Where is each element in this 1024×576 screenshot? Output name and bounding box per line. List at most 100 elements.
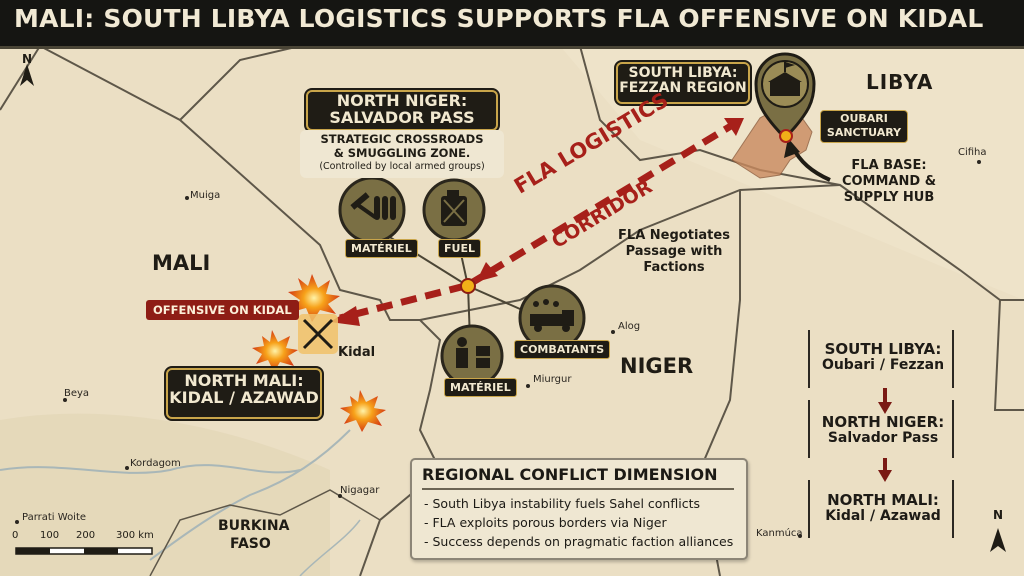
north-niger-description: STRATEGIC CROSSROADS & SMUGGLING ZONE. (… xyxy=(300,130,504,178)
scale-tick: 200 xyxy=(76,530,96,541)
supply-label-materiel: MATÉRIEL xyxy=(345,239,418,258)
scale-bar xyxy=(15,547,153,555)
explosion-icon xyxy=(252,330,298,372)
oubari-sanctuary-label: OUBARI SANCTUARY xyxy=(820,110,908,143)
north-label: N xyxy=(993,508,1004,522)
north-mali-line2: KIDAL / AZAWAD xyxy=(169,387,319,407)
oubari-line: SANCTUARY xyxy=(826,126,902,139)
negotiation-note: FLA Negotiates Passage with Factions xyxy=(612,228,736,276)
city-label: Miurgur xyxy=(533,374,572,385)
fla-base-line: SUPPLY HUB xyxy=(843,190,935,205)
city-dot xyxy=(185,196,189,200)
regional-bullet: - FLA exploits porous borders via Niger xyxy=(424,515,667,530)
country-label-burkina: BURKINA xyxy=(218,518,290,534)
north-niger-title-line1: NORTH NIGER: xyxy=(336,91,468,110)
supply-label-combatants: COMBATANTS xyxy=(514,340,611,359)
niger-north-border xyxy=(419,184,841,321)
flow-step-north-mali xyxy=(808,480,954,538)
regional-conflict-panel: REGIONAL CONFLICT DIMENSION - South Liby… xyxy=(410,458,748,560)
regional-bullet: - South Libya instability fuels Sahel co… xyxy=(424,496,700,511)
flow-step-title: NORTH MALI: xyxy=(827,491,939,509)
river xyxy=(0,464,301,474)
corridor-arrowhead-ne xyxy=(724,118,744,136)
flow-step-text: SOUTH LIBYA: Oubari / Fezzan xyxy=(808,341,958,373)
city-dot xyxy=(63,398,67,402)
city-label: Alog xyxy=(618,321,641,332)
regional-heading: REGIONAL CONFLICT DIMENSION xyxy=(422,465,718,484)
truck-fighters-icon xyxy=(518,284,586,352)
north-mali-box: NORTH MALI: KIDAL / AZAWAD xyxy=(166,368,322,419)
fla-base-line: COMMAND & xyxy=(841,174,937,189)
flow-step-south-libya xyxy=(808,330,954,388)
city-dot xyxy=(125,466,129,470)
negotiation-line: Factions xyxy=(643,260,705,275)
hub-node xyxy=(460,278,476,294)
title-bar: MALI: SOUTH LIBYA LOGISTICS SUPPORTS FLA… xyxy=(0,0,1024,49)
river xyxy=(299,519,361,576)
offensive-arrow xyxy=(339,282,466,322)
negotiation-line: Passage with xyxy=(625,244,723,259)
city-label: Kanmúca xyxy=(756,528,803,539)
scale-tick: 300 km xyxy=(116,530,154,541)
north-arrow-icon xyxy=(990,528,1006,552)
flow-step-sub: Salvador Pass xyxy=(827,429,939,446)
city-label: Beya xyxy=(64,388,90,399)
south-libya-line1: SOUTH LIBYA: xyxy=(628,65,738,81)
explosion-icon xyxy=(340,390,386,432)
negotiation-line: FLA Negotiates xyxy=(618,228,730,243)
kidal-city-label: Kidal xyxy=(338,345,376,360)
jerrycan-icon xyxy=(422,178,486,242)
scale-tick: 0 xyxy=(12,530,19,541)
north-mali-line1: NORTH MALI: xyxy=(184,371,304,390)
flow-step-sub: Kidal / Azawad xyxy=(825,507,941,524)
border xyxy=(0,45,41,111)
crossed-swords-icon xyxy=(298,314,338,354)
border xyxy=(993,299,1024,411)
desc-line: STRATEGIC CROSSROADS xyxy=(320,132,484,146)
city-dot xyxy=(977,160,981,164)
flow-step-sub: Oubari / Fezzan xyxy=(821,356,945,373)
regional-bullets: - South Libya instability fuels Sahel co… xyxy=(424,494,733,551)
flow-step-text: NORTH MALI: Kidal / Azawad xyxy=(808,492,958,524)
north-niger-title-line2: SALVADOR PASS xyxy=(329,107,475,127)
corridor-arrow xyxy=(466,115,746,288)
city-dot xyxy=(15,520,19,524)
oubari-line: OUBARI xyxy=(840,112,888,125)
city-label: Parrati Woite xyxy=(22,512,87,523)
flow-arrow xyxy=(878,402,892,414)
terrain-south xyxy=(0,413,330,576)
desc-line: & SMUGGLING ZONE. xyxy=(333,146,471,160)
scale-tick: 100 xyxy=(40,530,60,541)
flow-step-title: SOUTH LIBYA: xyxy=(824,340,942,358)
divider xyxy=(422,488,734,490)
country-label-libya: LIBYA xyxy=(866,70,934,94)
city-dot xyxy=(338,494,342,498)
border xyxy=(179,45,301,121)
supply-label-materiel-2: MATÉRIEL xyxy=(444,378,517,397)
fla-base-pin-icon xyxy=(754,52,816,141)
south-libya-box: SOUTH LIBYA: FEZZAN REGION xyxy=(616,62,750,104)
soldier-supplies-icon xyxy=(440,324,504,388)
fla-base-pointer-head xyxy=(784,138,800,158)
offensive-label: OFFENSIVE ON KIDAL xyxy=(146,300,299,320)
flow-step-title: NORTH NIGER: xyxy=(821,413,945,431)
north-label: N xyxy=(22,52,33,66)
weapons-ammo-icon xyxy=(338,176,406,244)
fla-base-label: FLA BASE: COMMAND & SUPPLY HUB xyxy=(834,158,944,206)
fla-base-line: FLA BASE: xyxy=(851,158,927,173)
river xyxy=(149,429,351,561)
oubari-marker xyxy=(779,129,793,143)
country-label-niger: NIGER xyxy=(620,354,694,378)
north-arrow-icon xyxy=(20,64,34,86)
city-dot xyxy=(798,534,802,538)
page-title: MALI: SOUTH LIBYA LOGISTICS SUPPORTS FLA… xyxy=(14,4,984,33)
flow-step-text: NORTH NIGER: Salvador Pass xyxy=(808,414,958,446)
city-label: Cifiha xyxy=(958,147,987,158)
explosion-icon xyxy=(288,274,340,322)
north-niger-title-box: NORTH NIGER: SALVADOR PASS xyxy=(306,90,498,131)
country-label-mali: MALI xyxy=(152,251,211,275)
terrain-libya xyxy=(560,46,1024,300)
flow-arrow xyxy=(878,470,892,482)
city-label: Muiga xyxy=(190,190,221,201)
desc-line: (Controlled by local armed groups) xyxy=(319,161,485,172)
